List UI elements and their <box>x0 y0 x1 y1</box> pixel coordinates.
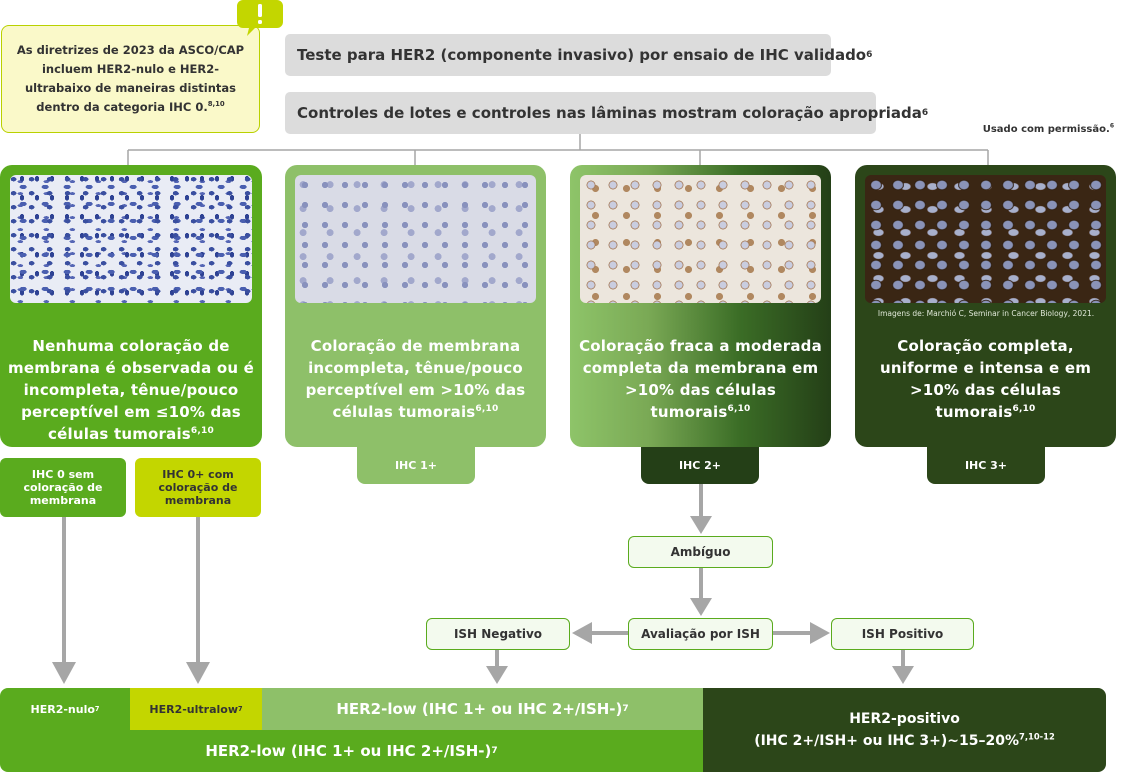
arrowhead <box>186 662 210 684</box>
ish-evaluation-node: Avaliação por ISH <box>628 618 773 650</box>
arrowhead <box>892 666 914 684</box>
card-text: Coloração de membrana incompleta, tênue/… <box>305 337 526 421</box>
ihc3-histology-image <box>865 175 1106 303</box>
ihc-test-step: Teste para HER2 (componente invasivo) po… <box>285 34 872 76</box>
callout-text: As diretrizes de 2023 da ASCO/CAP inclue… <box>16 43 245 114</box>
card-ihc2: Coloração fraca a moderada completa da m… <box>570 165 831 447</box>
card-text: Coloração fraca a moderada completa da m… <box>579 337 822 421</box>
control-text: Controles de lotes e controles nas lâmin… <box>297 104 922 122</box>
arrowhead <box>52 662 76 684</box>
ihc0-without-staining: IHC 0 sem coloração de membrana <box>0 458 126 517</box>
arrowhead <box>572 622 592 644</box>
image-caption: Imagens de: Marchió C, Seminar in Cancer… <box>877 309 1095 318</box>
alert-icon <box>237 0 283 36</box>
guideline-callout: As diretrizes de 2023 da ASCO/CAP inclue… <box>1 25 260 133</box>
arrowhead <box>690 516 712 534</box>
permission-note: Usado com permissão.6 <box>982 122 1114 135</box>
card-text: Nenhuma coloração de membrana é observad… <box>8 337 255 443</box>
tree-lines <box>127 134 989 165</box>
card-text: Coloração completa, uniforme e intensa e… <box>879 337 1092 421</box>
her2-positive-box: HER2-positivo (IHC 2+/ISH+ ou IHC 3+)~15… <box>703 688 1106 772</box>
her2-low-top-label: HER2-low (IHC 1+ ou IHC 2+/ISH-)7 <box>262 688 703 730</box>
tab-ihc2: IHC 2+ <box>641 447 759 484</box>
tab-ihc1: IHC 1+ <box>357 447 475 484</box>
her2-positive-title: HER2-positivo <box>849 711 960 727</box>
card-ihc0: Nenhuma coloração de membrana é observad… <box>0 165 262 447</box>
control-step: Controles de lotes e controles nas lâmin… <box>285 92 928 134</box>
her2-positive-detail: (IHC 2+/ISH+ ou IHC 3+)~15–20%7,10-12 <box>754 731 1055 749</box>
card-ihc1: Coloração de membrana incompleta, tênue/… <box>285 165 546 447</box>
arrowhead <box>810 622 830 644</box>
ish-positive-node: ISH Positivo <box>831 618 974 650</box>
ihc2-histology-image <box>580 175 821 303</box>
arrowhead <box>486 666 508 684</box>
her2-low-bottom-label: HER2-low (IHC 1+ ou IHC 2+/ISH-)7 <box>205 742 498 760</box>
ihc0-plus-staining: IHC 0+ com coloração de membrana <box>135 458 261 517</box>
arrowhead <box>690 598 712 616</box>
ish-negative-node: ISH Negativo <box>426 618 570 650</box>
ihc-test-text: Teste para HER2 (componente invasivo) po… <box>297 46 867 64</box>
tab-ihc3: IHC 3+ <box>927 447 1045 484</box>
ihc0-histology-image <box>10 175 252 303</box>
card-ihc3: Coloração completa, uniforme e intensa e… <box>855 165 1116 447</box>
ihc1-histology-image <box>295 175 536 303</box>
ambiguous-node: Ambíguo <box>628 536 773 568</box>
